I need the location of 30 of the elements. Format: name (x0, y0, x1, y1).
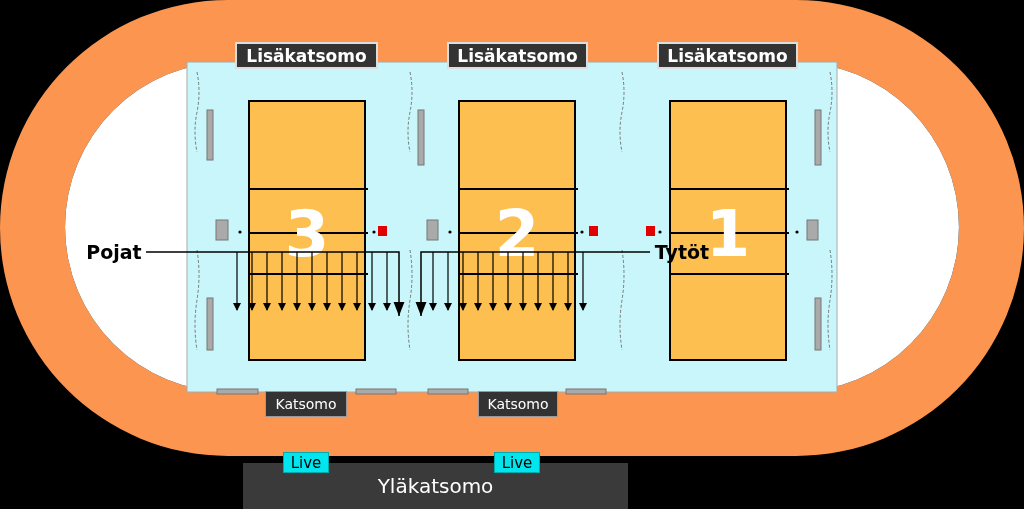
stand-sign: Lisäkatsomo (235, 42, 378, 69)
arrow (415, 251, 651, 317)
stand-sign: Katsomo (265, 391, 347, 417)
live-tag: Live (283, 452, 329, 473)
arrow (353, 251, 361, 311)
group-label: Pojat (84, 240, 144, 264)
arrow (564, 251, 572, 311)
arrow (323, 251, 331, 311)
arrow (549, 251, 557, 311)
arrow (459, 251, 467, 311)
volleyball-court (458, 100, 576, 361)
arrow (489, 251, 497, 311)
stand-sign: Lisäkatsomo (447, 42, 588, 69)
volleyball-court (248, 100, 366, 361)
arrow (534, 251, 542, 311)
arrow (368, 251, 376, 311)
arrow (278, 251, 286, 311)
arrow (263, 251, 271, 311)
arrow (338, 251, 346, 311)
arrow (145, 251, 405, 317)
arrow (444, 251, 452, 311)
arrow (233, 251, 241, 311)
arrow (383, 251, 391, 311)
stand-sign: Katsomo (478, 391, 558, 417)
arrow (579, 251, 587, 311)
arrow (429, 251, 437, 311)
arrow (248, 251, 256, 311)
arrow (474, 251, 482, 311)
stand-sign: Lisäkatsomo (657, 42, 798, 69)
live-tag: Live (494, 452, 540, 473)
